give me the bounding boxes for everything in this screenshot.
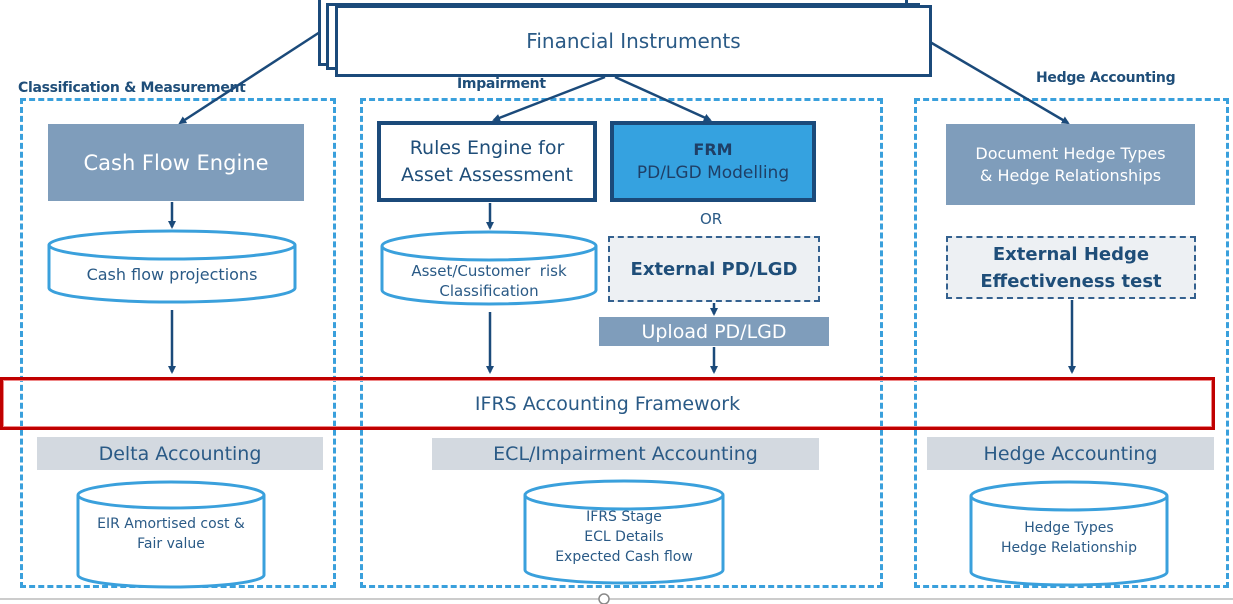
rules-engine-line-2: Asset Assessment bbox=[401, 163, 573, 186]
external-hedge-line-1: External Hedge bbox=[992, 243, 1150, 265]
rules-engine-box[interactable]: Rules Engine for Asset Assessment bbox=[377, 121, 597, 202]
hedge-accounting-label: Hedge Accounting bbox=[983, 442, 1158, 465]
ecl-line-3: Expected Cash flow bbox=[555, 549, 693, 565]
hedge-store-line-1: Hedge Types bbox=[1024, 520, 1114, 536]
ecl-line-1: IFRS Stage bbox=[586, 509, 662, 525]
ecl-store: IFRS Stage ECL Details Expected Cash flo… bbox=[525, 506, 723, 568]
hedge-store: Hedge Types Hedge Relationship bbox=[971, 516, 1167, 560]
eir-line-2: Fair value bbox=[137, 536, 205, 552]
section-label-classification: Classification & Measurement bbox=[18, 80, 248, 96]
hedge-store-line-2: Hedge Relationship bbox=[1001, 540, 1137, 556]
frm-subtitle: PD/LGD Modelling bbox=[636, 163, 790, 183]
ifrs-framework-title: IFRS Accounting Framework bbox=[474, 392, 741, 415]
section-label-impairment: Impairment bbox=[455, 76, 548, 92]
asset-risk-line-1: Asset/Customer risk bbox=[411, 262, 567, 280]
external-pd-lgd-box[interactable]: External PD/LGD bbox=[608, 236, 820, 302]
document-hedge-line-1: Document Hedge Types bbox=[975, 143, 1166, 163]
cash-flow-projections-label: Cash flow projections bbox=[86, 265, 258, 284]
asset-risk-line-2: Classification bbox=[439, 282, 539, 300]
ecl-accounting-band[interactable]: ECL/Impairment Accounting bbox=[432, 438, 819, 470]
cash-flow-engine-label: Cash Flow Engine bbox=[83, 150, 269, 175]
hedge-accounting-band[interactable]: Hedge Accounting bbox=[927, 437, 1214, 470]
upload-pd-lgd-label: Upload PD/LGD bbox=[641, 320, 787, 343]
asset-risk-store: Asset/Customer risk Classification bbox=[382, 256, 596, 306]
eir-store: EIR Amortised cost & Fair value bbox=[78, 512, 264, 556]
financial-instruments-title: Financial Instruments bbox=[526, 29, 741, 53]
delta-accounting-label: Delta Accounting bbox=[98, 442, 262, 465]
ifrs-framework-bar[interactable]: IFRS Accounting Framework bbox=[0, 377, 1215, 430]
cash-flow-engine-box[interactable]: Cash Flow Engine bbox=[48, 124, 304, 201]
external-hedge-line-2: Effectiveness test bbox=[980, 270, 1162, 292]
frm-title: FRM bbox=[693, 140, 733, 159]
or-label: OR bbox=[700, 210, 723, 228]
ecl-line-2: ECL Details bbox=[584, 529, 664, 545]
upload-pd-lgd-box[interactable]: Upload PD/LGD bbox=[599, 317, 829, 346]
delta-accounting-band[interactable]: Delta Accounting bbox=[37, 437, 323, 470]
document-hedge-box[interactable]: Document Hedge Types & Hedge Relationshi… bbox=[946, 124, 1195, 205]
external-hedge-box[interactable]: External Hedge Effectiveness test bbox=[946, 236, 1196, 299]
eir-line-1: EIR Amortised cost & bbox=[97, 516, 245, 532]
financial-instruments-box[interactable]: Financial Instruments bbox=[335, 5, 932, 77]
rules-engine-line-1: Rules Engine for bbox=[409, 136, 565, 159]
ecl-accounting-label: ECL/Impairment Accounting bbox=[493, 443, 758, 465]
frm-box[interactable]: FRM PD/LGD Modelling bbox=[610, 121, 816, 202]
section-label-hedge: Hedge Accounting bbox=[1034, 70, 1178, 86]
section-hedge bbox=[914, 98, 1229, 588]
external-pd-lgd-label: External PD/LGD bbox=[630, 258, 798, 280]
document-hedge-line-2: & Hedge Relationships bbox=[979, 165, 1162, 185]
